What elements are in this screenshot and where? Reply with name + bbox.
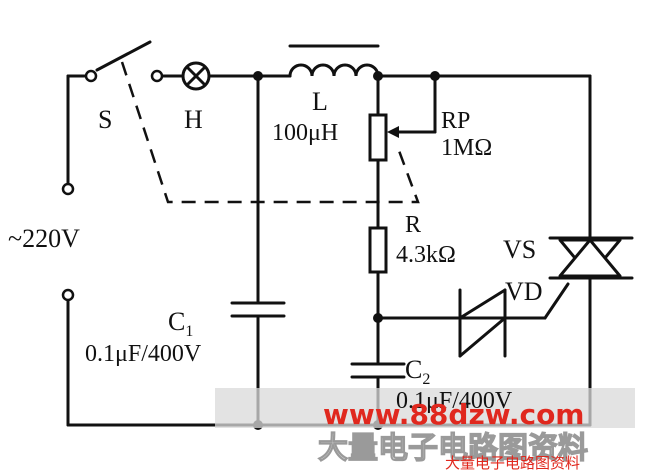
switch-terminal-left	[84, 69, 98, 83]
junction-dot	[373, 313, 383, 323]
inductor-label: L	[312, 87, 328, 116]
triac-gate	[543, 282, 570, 320]
watermark-band	[215, 388, 635, 428]
triac-triangle-up	[558, 238, 622, 278]
switch-terminal-right	[150, 69, 164, 83]
potentiometer-value: 1MΩ	[441, 135, 492, 161]
source-label: ~220V	[8, 224, 80, 253]
inductor-coil	[288, 63, 380, 78]
inductor-value: 100μH	[272, 120, 338, 146]
potentiometer-body	[368, 113, 388, 162]
switch-pot-linkage	[120, 61, 420, 204]
lamp-label: H	[184, 105, 203, 134]
potentiometer-label: RP	[441, 108, 470, 134]
watermark-title: 大量电子电路图资料	[318, 431, 588, 466]
resistor-body	[368, 226, 388, 274]
pot-wiper-arrow	[387, 126, 399, 138]
switch-blade	[95, 40, 152, 72]
diac-triangle-upper	[458, 288, 507, 320]
supply-terminal-bottom	[61, 288, 75, 302]
cap1-value: 0.1μF/400V	[85, 341, 202, 367]
lamp-cross-b	[185, 65, 207, 87]
junction-dot	[373, 71, 383, 81]
cap2-label: C2	[405, 355, 430, 388]
watermark-subtitle: 大量电子电路图资料	[445, 454, 580, 471]
diac-triangle-lower	[458, 316, 507, 358]
junction-dot	[430, 71, 440, 81]
diac-label: VD	[505, 277, 543, 306]
supply-terminal-top	[61, 182, 75, 196]
triac-label: VS	[503, 235, 536, 264]
resistor-label: R	[405, 212, 421, 238]
junction-dot	[253, 71, 263, 81]
watermark-url: www.88dzw.com	[323, 398, 584, 431]
cap1-label: C1	[168, 307, 193, 340]
cap2-value: 0.1μF/400V	[396, 388, 513, 414]
resistor-value: 4.3kΩ	[396, 242, 456, 268]
switch-label: S	[98, 105, 112, 134]
